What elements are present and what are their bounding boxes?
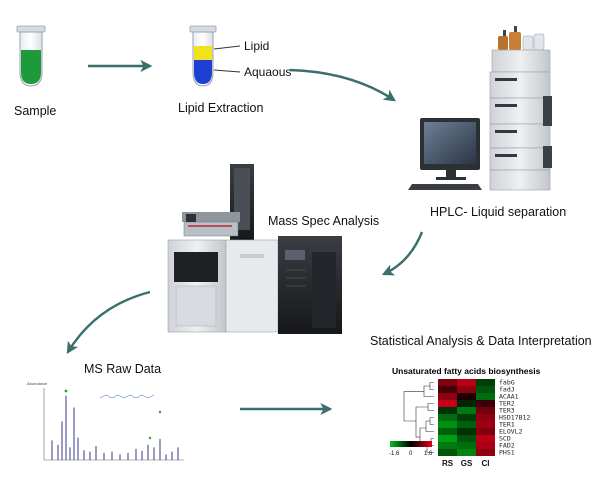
heatmap-cell bbox=[438, 435, 457, 442]
heatmap-cell bbox=[476, 428, 495, 435]
heatmap-column-labels: RS GS CI bbox=[442, 459, 490, 468]
heatmap-column-label: RS bbox=[442, 459, 454, 468]
dendrogram-branch bbox=[429, 382, 434, 390]
heatmap-cell bbox=[457, 449, 476, 456]
mass-spec-label: Mass Spec Analysis bbox=[268, 214, 380, 228]
heatmap-cell bbox=[438, 428, 457, 435]
hplc-instrument-icon bbox=[408, 26, 552, 191]
heatmap-cell bbox=[438, 393, 457, 400]
heatmap-gene-label: TER2 bbox=[499, 400, 515, 408]
heatmap-gene-label: HSD17B12 bbox=[499, 414, 530, 422]
ms-peaks bbox=[51, 395, 179, 460]
heatmap-cell bbox=[457, 379, 476, 386]
dendrogram-branch bbox=[429, 417, 434, 425]
heatmap-cell bbox=[476, 393, 495, 400]
arrow-hplc-to-massspec bbox=[381, 231, 424, 276]
extraction-tube-icon bbox=[189, 25, 241, 87]
heatmap-cell bbox=[438, 421, 457, 428]
heatmap-cell bbox=[457, 400, 476, 407]
sample-tube-icon bbox=[16, 25, 46, 87]
scale-max-label: 1.6 bbox=[424, 451, 433, 457]
heatmap-cell bbox=[476, 400, 495, 407]
aqueous-phase-label: Aquaous bbox=[244, 65, 292, 79]
heatmap-cell bbox=[476, 379, 495, 386]
heatmap-cell bbox=[457, 386, 476, 393]
dendrogram-branch bbox=[403, 391, 424, 422]
heatmap-column-label: GS bbox=[461, 459, 473, 468]
mass-spectrometer-icon bbox=[167, 164, 342, 334]
heatmap-gene-label: PHS1 bbox=[499, 449, 515, 457]
heatmap-cell bbox=[457, 435, 476, 442]
lipid-extraction-label: Lipid Extraction bbox=[178, 101, 264, 115]
heatmap-cell bbox=[476, 449, 495, 456]
dendrogram-branch bbox=[425, 420, 434, 432]
heatmap-gene-labels: fabGfadJACAA1TER2TER3HSD17B12TER1ELOVL2S… bbox=[499, 379, 530, 457]
heatmap-cell bbox=[438, 449, 457, 456]
sample-label: Sample bbox=[14, 104, 57, 118]
scale-min-label: -1.6 bbox=[389, 451, 400, 457]
svg-text:Abundance: Abundance bbox=[27, 381, 48, 386]
heatmap-cell bbox=[457, 428, 476, 435]
arrow-extraction-to-hplc bbox=[289, 68, 396, 102]
heatmap-color-scale bbox=[390, 441, 432, 447]
heatmap-cell bbox=[438, 414, 457, 421]
heatmap-cell bbox=[438, 379, 457, 386]
heatmap-cells bbox=[438, 379, 495, 456]
heatmap-cell bbox=[457, 442, 476, 449]
heatmap-cell bbox=[476, 421, 495, 428]
heatmap-cell bbox=[457, 421, 476, 428]
heatmap-column-label: CI bbox=[482, 459, 490, 468]
dendrogram-branch bbox=[415, 406, 428, 438]
heatmap-cell bbox=[476, 386, 495, 393]
heatmap-cell bbox=[476, 442, 495, 449]
heatmap-cell bbox=[438, 407, 457, 414]
heatmap-cell bbox=[438, 400, 457, 407]
heatmap-gene-label: TER3 bbox=[499, 407, 515, 415]
arrow-massspec-to-msraw bbox=[66, 290, 151, 355]
heatmap-cell bbox=[457, 407, 476, 414]
hplc-label: HPLC- Liquid separation bbox=[430, 205, 567, 219]
heatmap-gene-label: TER1 bbox=[499, 421, 515, 429]
heatmap-title: Unsaturated fatty acids biosynthesis bbox=[392, 366, 541, 376]
heatmap-gene-label: FAD2 bbox=[499, 442, 515, 450]
scale-mid-label: 0 bbox=[409, 451, 413, 457]
dendrogram-branch bbox=[427, 403, 434, 411]
flow-arrows bbox=[66, 60, 424, 415]
heatmap-cell bbox=[438, 442, 457, 449]
heatmap-gene-label: fabG bbox=[499, 379, 515, 387]
heatmap-cell bbox=[457, 414, 476, 421]
heatmap-gene-label: SCD bbox=[499, 435, 511, 443]
heatmap-panel: Unsaturated fatty acids biosynthesis fab… bbox=[389, 366, 541, 468]
heatmap-cell bbox=[438, 386, 457, 393]
lipid-phase-label: Lipid bbox=[244, 39, 270, 53]
heatmap-gene-label: ELOVL2 bbox=[499, 428, 523, 436]
heatmap-gene-label: fadJ bbox=[499, 386, 515, 394]
heatmap-cell bbox=[476, 407, 495, 414]
ms-spectrum-plot: Abundance bbox=[27, 381, 187, 462]
heatmap-cell bbox=[476, 435, 495, 442]
dendrogram-branch bbox=[423, 385, 434, 397]
heatmap-cell bbox=[457, 393, 476, 400]
heatmap-gene-label: ACAA1 bbox=[499, 393, 519, 401]
heatmap-cell bbox=[476, 414, 495, 421]
stats-label: Statistical Analysis & Data Interpretati… bbox=[370, 334, 592, 348]
ms-raw-data-label: MS Raw Data bbox=[84, 362, 162, 376]
